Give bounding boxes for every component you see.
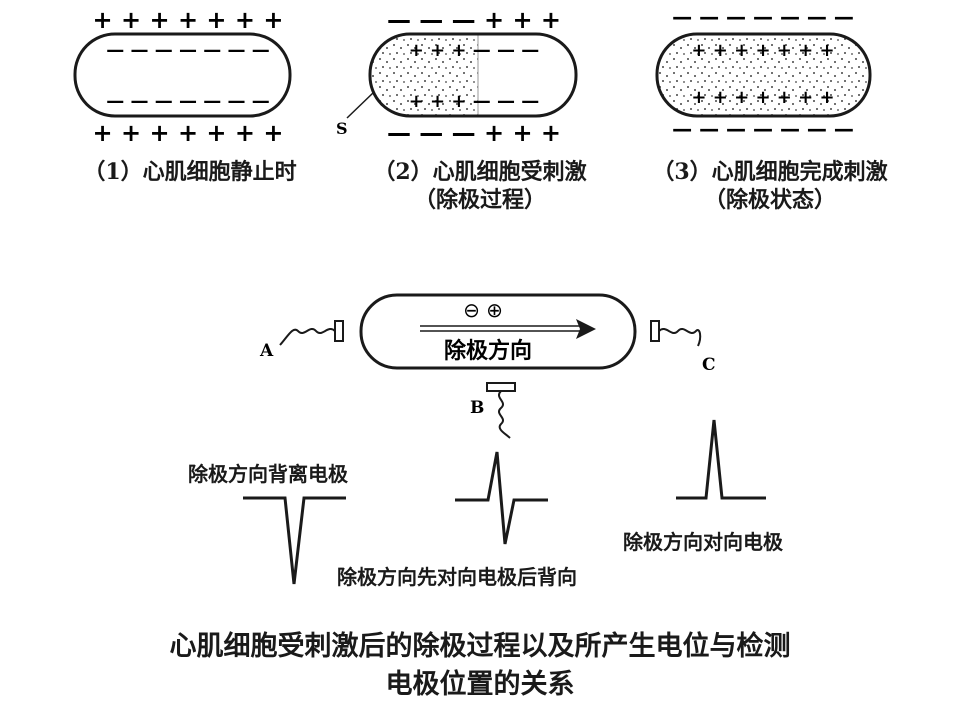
cell-outline [655,32,872,118]
label-biphasic: 除极方向先对向电极后背向 [337,565,577,589]
outer-top-charges: — — — + + + [387,6,561,34]
cell-fill [657,34,870,116]
panel-resting: + + + + + + + — — — — — — — — — — — — — … [73,6,292,147]
inner-bottom-charges: — — — — — — — [106,91,270,112]
caption-depolarized-line1: （3）心肌细胞完成刺激 [652,159,888,185]
figure-caption: 心肌细胞受刺激后的除极过程以及所产生电位与检测 电极位置的关系 [0,628,960,704]
outer-top-charges: + + + + + + + [93,6,284,34]
electrode-a-plate [334,320,344,342]
middle-cell-outline [359,293,637,370]
charge-symbols: ⊖ ⊕ [463,298,503,322]
electrode-b: B [470,382,516,439]
waveforms [243,419,766,585]
inner-top-charges: + + + — — — [409,40,540,61]
label-away: 除极方向背离电极 [188,462,348,486]
electrode-a: A [259,320,344,361]
waveform-positive [676,419,766,500]
caption-depolarizing-line1: （2）心肌细胞受刺激 [373,159,587,185]
electrode-c-label: C [702,355,716,375]
electrode-c: C [650,320,716,375]
panel-depolarized: — — — — — — — + + + + + + + + + + + + + … [655,5,872,141]
panel-depolarizing: — — — + + + + + + — — — + + + — — — — — … [336,6,578,147]
label-toward: 除极方向对向电极 [623,530,783,554]
electrode-b-plate [486,382,516,392]
outer-bottom-charges: + + + + + + + [93,119,284,147]
outer-top-charges: — — — — — — — [672,5,854,29]
electrode-a-label: A [259,341,274,361]
waveform-negative [243,496,346,585]
direction-label: 除极方向 [444,338,532,364]
stimulus-label: S [336,119,348,138]
outer-bottom-charges: — — — — — — — [672,117,854,141]
electrode-b-label: B [470,398,484,418]
inner-top-charges: + + + + + + + [691,40,834,61]
electrode-diagram: ⊖ ⊕ 除极方向 A C B [259,293,716,439]
figure-caption-line2: 电极位置的关系 [385,669,575,700]
cell-outline [73,32,292,118]
inner-bottom-charges: + + + — — — [409,91,540,112]
electrode-c-wire [658,328,702,347]
caption-resting: （1）心肌细胞静止时 [40,158,340,186]
figure-caption-line1: 心肌细胞受刺激后的除极过程以及所产生电位与检测 [169,631,791,662]
waveform-biphasic [455,451,548,545]
electrode-b-wire [498,390,511,439]
caption-depolarized-line2: （除极状态） [703,187,836,213]
caption-depolarizing-line2: （除极过程） [413,187,546,213]
stimulus-pointer [346,91,375,119]
cell-outline [368,32,578,118]
caption-resting-line1: （1）心肌细胞静止时 [83,159,297,185]
electrode-c-plate [650,320,660,342]
inner-top-charges: — — — — — — — [106,40,270,61]
electrode-a-wire [279,328,336,346]
caption-depolarized: （3）心肌细胞完成刺激 （除极状态） [615,158,925,214]
arrow-head [576,319,596,339]
caption-depolarizing: （2）心肌细胞受刺激 （除极过程） [330,158,630,214]
inner-bottom-charges: + + + + + + + [691,87,834,108]
outer-bottom-charges: — — — + + + [387,119,561,147]
depolarized-region [370,34,478,116]
